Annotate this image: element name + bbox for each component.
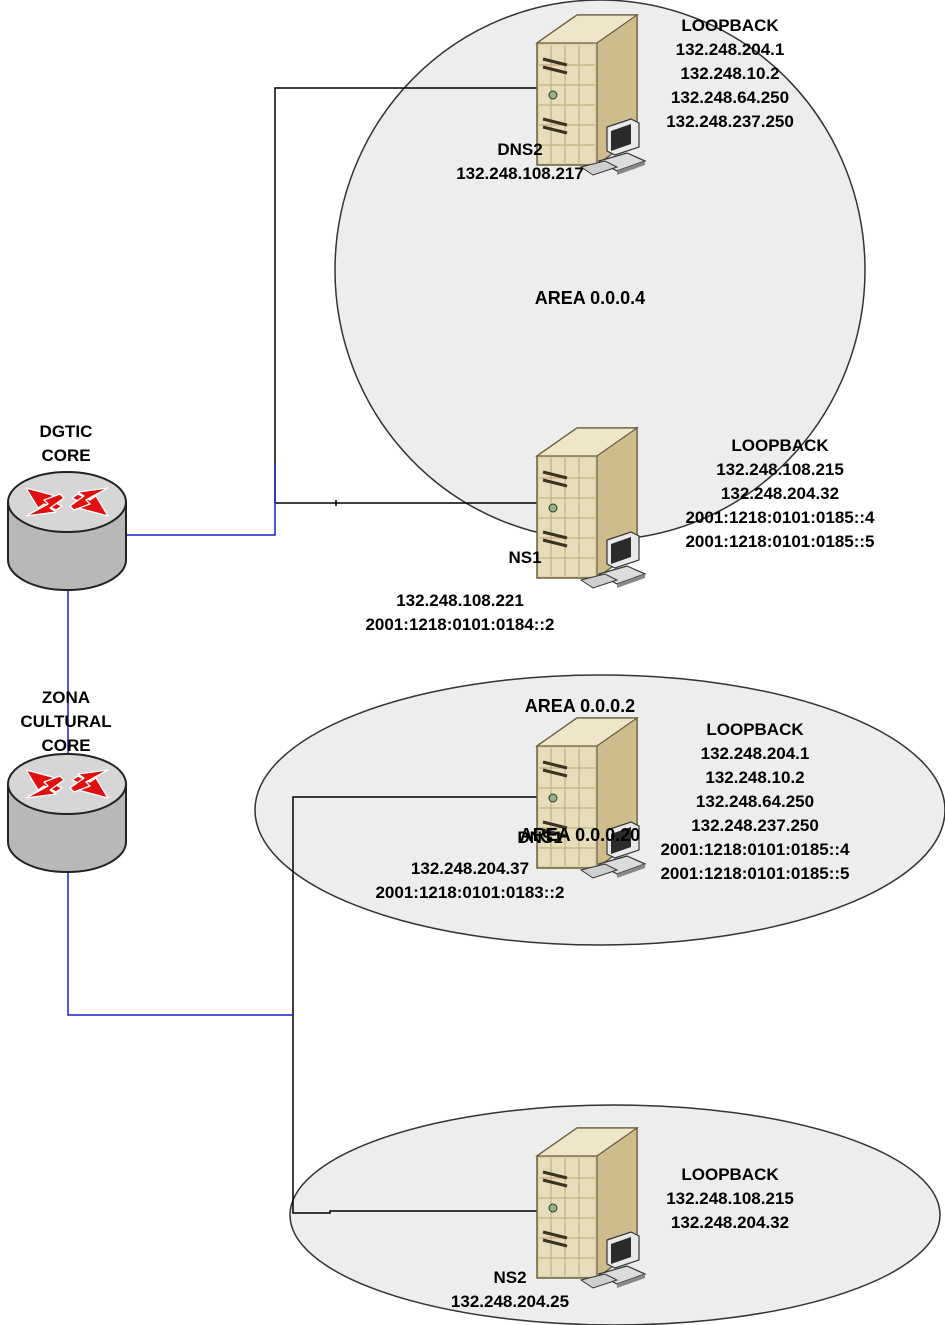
dns2-address: 132.248.108.217 xyxy=(420,162,620,186)
zona-label-line: ZONA xyxy=(6,686,126,710)
dgtic-label-line: DGTIC xyxy=(6,420,126,444)
loopback-line: LOOPBACK xyxy=(630,1163,830,1187)
loopback-line: 132.248.10.2 xyxy=(620,62,840,86)
ns2-loopback-list: LOOPBACK 132.248.108.215 132.248.204.32 xyxy=(630,1163,830,1235)
dgtic-router-icon xyxy=(8,472,126,590)
zona-label-line: CULTURAL xyxy=(6,710,126,734)
dns1-address: 132.248.204.37 xyxy=(340,857,600,881)
dgtic-router-label: DGTIC CORE xyxy=(6,420,126,468)
loopback-line: 132.248.64.250 xyxy=(620,86,840,110)
zona-label-line: CORE xyxy=(6,734,126,758)
dns1-name: DNS1 xyxy=(500,826,580,850)
loopback-line: 132.248.10.2 xyxy=(630,766,880,790)
area-0002-label: AREA 0.0.0.2 xyxy=(490,694,670,718)
zona-cultural-router-label: ZONA CULTURAL CORE xyxy=(6,686,126,758)
dns2-loopback-list: LOOPBACK 132.248.204.1 132.248.10.2 132.… xyxy=(620,14,840,134)
dns1-address-block: 132.248.204.37 2001:1218:0101:0183::2 xyxy=(340,857,600,905)
loopback-line: 132.248.237.250 xyxy=(630,814,880,838)
loopback-line: 132.248.64.250 xyxy=(630,790,880,814)
ns2-address: 132.248.204.25 xyxy=(410,1290,610,1314)
ns1-name: NS1 xyxy=(495,546,555,570)
dns1-loopback-list: LOOPBACK 132.248.204.1 132.248.10.2 132.… xyxy=(630,718,880,886)
loopback-line: 2001:1218:0101:0185::5 xyxy=(650,530,910,554)
loopback-line: LOOPBACK xyxy=(620,14,840,38)
ns2-server-icon xyxy=(537,1128,645,1288)
ns2-label: NS2 132.248.204.25 xyxy=(410,1266,610,1314)
loopback-line: 132.248.108.215 xyxy=(650,458,910,482)
ns1-address-block: 132.248.108.221 2001:1218:0101:0184::2 xyxy=(330,589,590,637)
ns1-loopback-list: LOOPBACK 132.248.108.215 132.248.204.32 … xyxy=(650,434,910,554)
loopback-line: 132.248.237.250 xyxy=(620,110,840,134)
loopback-line: 132.248.204.32 xyxy=(650,482,910,506)
loopback-line: 2001:1218:0101:0185::4 xyxy=(650,506,910,530)
loopback-line: 132.248.108.215 xyxy=(630,1187,830,1211)
loopback-line: 2001:1218:0101:0185::5 xyxy=(630,862,880,886)
loopback-line: 2001:1218:0101:0185::4 xyxy=(630,838,880,862)
area-0004-label: AREA 0.0.0.4 xyxy=(500,286,680,310)
loopback-line: 132.248.204.32 xyxy=(630,1211,830,1235)
ns1-address: 2001:1218:0101:0184::2 xyxy=(330,613,590,637)
loopback-line: LOOPBACK xyxy=(650,434,910,458)
dns1-server-icon xyxy=(537,718,645,878)
loopback-line: 132.248.204.1 xyxy=(620,38,840,62)
loopback-line: LOOPBACK xyxy=(630,718,880,742)
dns2-label: DNS2 132.248.108.217 xyxy=(420,138,620,186)
dgtic-label-line: CORE xyxy=(6,444,126,468)
dns2-name: DNS2 xyxy=(420,138,620,162)
dns1-address: 2001:1218:0101:0183::2 xyxy=(340,881,600,905)
loopback-line: 132.248.204.1 xyxy=(630,742,880,766)
ns2-name: NS2 xyxy=(410,1266,610,1290)
zona-cultural-router-icon xyxy=(8,754,126,872)
ns1-address: 132.248.108.221 xyxy=(330,589,590,613)
